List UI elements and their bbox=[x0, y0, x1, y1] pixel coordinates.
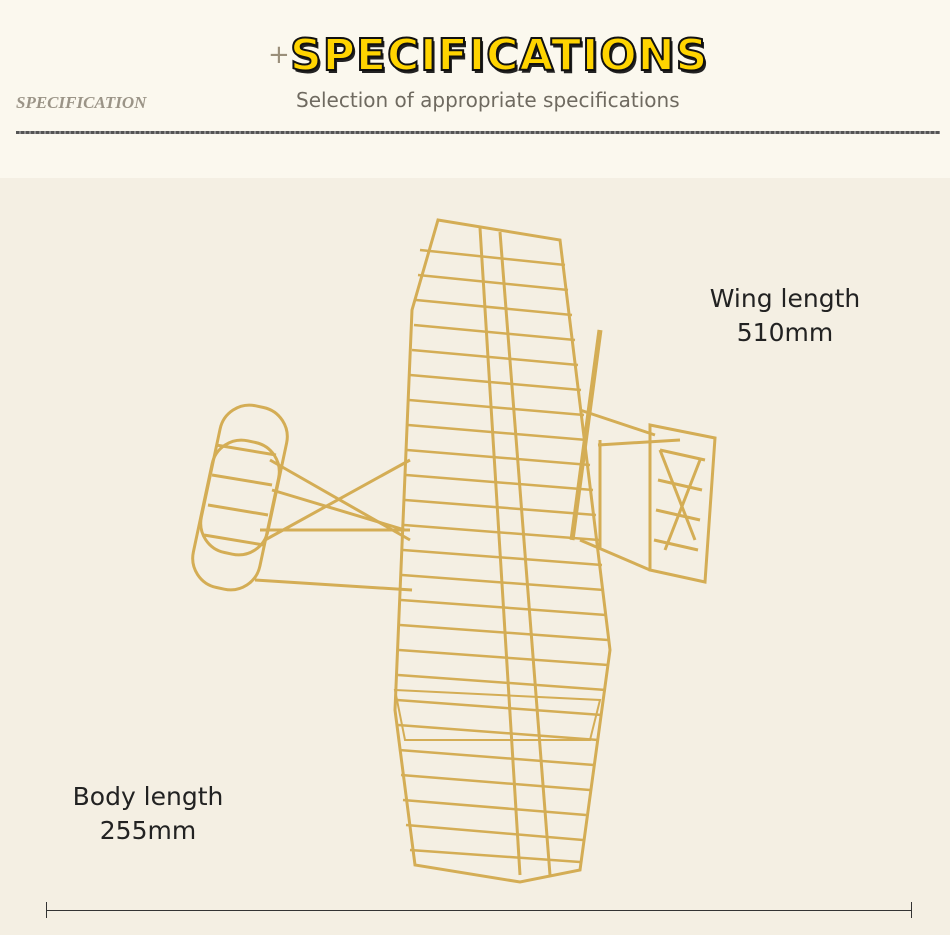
body-length-label: Body length bbox=[72, 782, 224, 811]
measurement-tick-right bbox=[911, 902, 912, 918]
plus-icon: + bbox=[268, 40, 290, 70]
section-label: SPECIFICATION bbox=[16, 93, 147, 112]
wing-length-label: Wing length bbox=[709, 284, 861, 313]
measurement-tick-left bbox=[46, 902, 47, 918]
wing-length-spec: Wing length 510mm bbox=[700, 282, 870, 350]
wing-length-value: 510mm bbox=[736, 318, 834, 347]
wooden-biplane-model-image bbox=[191, 218, 717, 884]
body-length-spec: Body length 255mm bbox=[62, 780, 234, 848]
measurement-line bbox=[46, 910, 912, 911]
header: + SPECIFICATIONS Selection of appropriat… bbox=[0, 0, 950, 178]
body-length-value: 255mm bbox=[99, 816, 197, 845]
page-title: SPECIFICATIONS bbox=[289, 29, 709, 82]
page-subtitle: Selection of appropriate specifications bbox=[296, 88, 680, 112]
header-divider bbox=[16, 131, 940, 134]
